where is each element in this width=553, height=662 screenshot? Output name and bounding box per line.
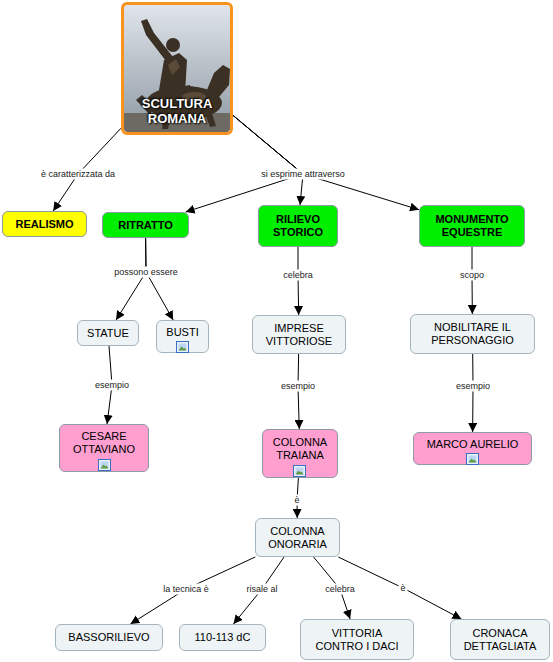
connector	[298, 354, 299, 429]
example-box: CESARE OTTAVIANO	[59, 424, 149, 472]
connector	[472, 247, 473, 314]
concept-box: RILIEVO STORICO	[258, 205, 338, 247]
image-icon	[294, 466, 306, 477]
concept-text: MARCO AURELIO	[427, 438, 519, 451]
image-icon	[99, 460, 111, 471]
concept-box: NOBILITARE IL PERSONAGGIO	[410, 314, 535, 354]
concept-box: MONUMENTO EQUESTRE	[419, 205, 525, 247]
map-title: SCULTURA ROMANA	[132, 96, 222, 126]
concept-box: BUSTI	[156, 320, 209, 353]
link-phrase: esempio	[279, 381, 317, 392]
link-phrase: risale al	[244, 584, 279, 595]
statue-highlight	[168, 59, 206, 102]
connector	[472, 354, 473, 432]
connector	[130, 557, 255, 624]
connector	[233, 115, 419, 209]
connector	[233, 557, 284, 624]
image-icon	[467, 454, 479, 465]
link-phrase: possono essere	[112, 267, 180, 278]
concept-text: RILIEVO STORICO	[267, 213, 329, 239]
concept-box: RITRATTO	[102, 212, 189, 238]
concept-text: COLONNA TRAIANA	[271, 436, 329, 462]
link-phrase: esempio	[93, 380, 131, 391]
concept-text: IMPRESE VITTORIOSE	[261, 322, 337, 348]
link-phrase: è caratterizzata da	[39, 169, 117, 180]
concept-text: CESARE OTTAVIANO	[68, 430, 140, 456]
sky	[124, 5, 230, 132]
connector	[298, 247, 300, 315]
link-phrase: si esprime attraverso	[259, 169, 347, 180]
concept-text: CRONACA DETTAGLIATA	[459, 627, 541, 653]
connector	[146, 238, 174, 320]
concept-text: BASSORILIEVO	[68, 631, 149, 644]
concept-box: 110-113 dC	[179, 624, 266, 651]
concept-text: REALISMO	[15, 218, 73, 231]
link-phrase: celebra	[323, 584, 357, 595]
title-image-box: SCULTURA ROMANA	[121, 2, 233, 135]
concept-box: VITTORIA CONTRO I DACI	[300, 619, 414, 660]
concept-text: COLONNA ONORARIA	[264, 525, 331, 551]
link-phrase: è	[398, 583, 407, 594]
concept-text: NOBILITARE IL PERSONAGGIO	[419, 321, 526, 347]
concept-box: IMPRESE VITTORIOSE	[252, 315, 346, 354]
link-phrase: celebra	[281, 270, 315, 281]
link-phrase: esempio	[454, 381, 492, 392]
concept-box: REALISMO	[2, 211, 87, 237]
link-phrase: è	[292, 495, 301, 506]
link-phrase: scopo	[458, 270, 486, 281]
concept-box: BASSORILIEVO	[55, 624, 163, 651]
link-phrase: la tecnica è	[161, 584, 211, 595]
example-box: COLONNA TRAIANA	[262, 429, 338, 478]
connector	[116, 238, 146, 320]
connector	[233, 115, 303, 205]
connector	[186, 115, 303, 212]
example-box: MARCO AURELIO	[413, 432, 532, 465]
concept-text: 110-113 dC	[195, 631, 251, 644]
concept-text: BUSTI	[166, 326, 198, 339]
concept-box: COLONNA ONORARIA	[255, 518, 340, 557]
concept-text: STATUE	[87, 327, 129, 340]
concept-box: CRONACA DETTAGLIATA	[450, 619, 550, 660]
image-icon	[177, 342, 189, 353]
concept-box: STATUE	[77, 320, 139, 346]
concept-text: RITRATTO	[118, 219, 173, 232]
concept-text: VITTORIA CONTRO I DACI	[309, 627, 405, 653]
concept-text: MONUMENTO EQUESTRE	[428, 213, 516, 239]
